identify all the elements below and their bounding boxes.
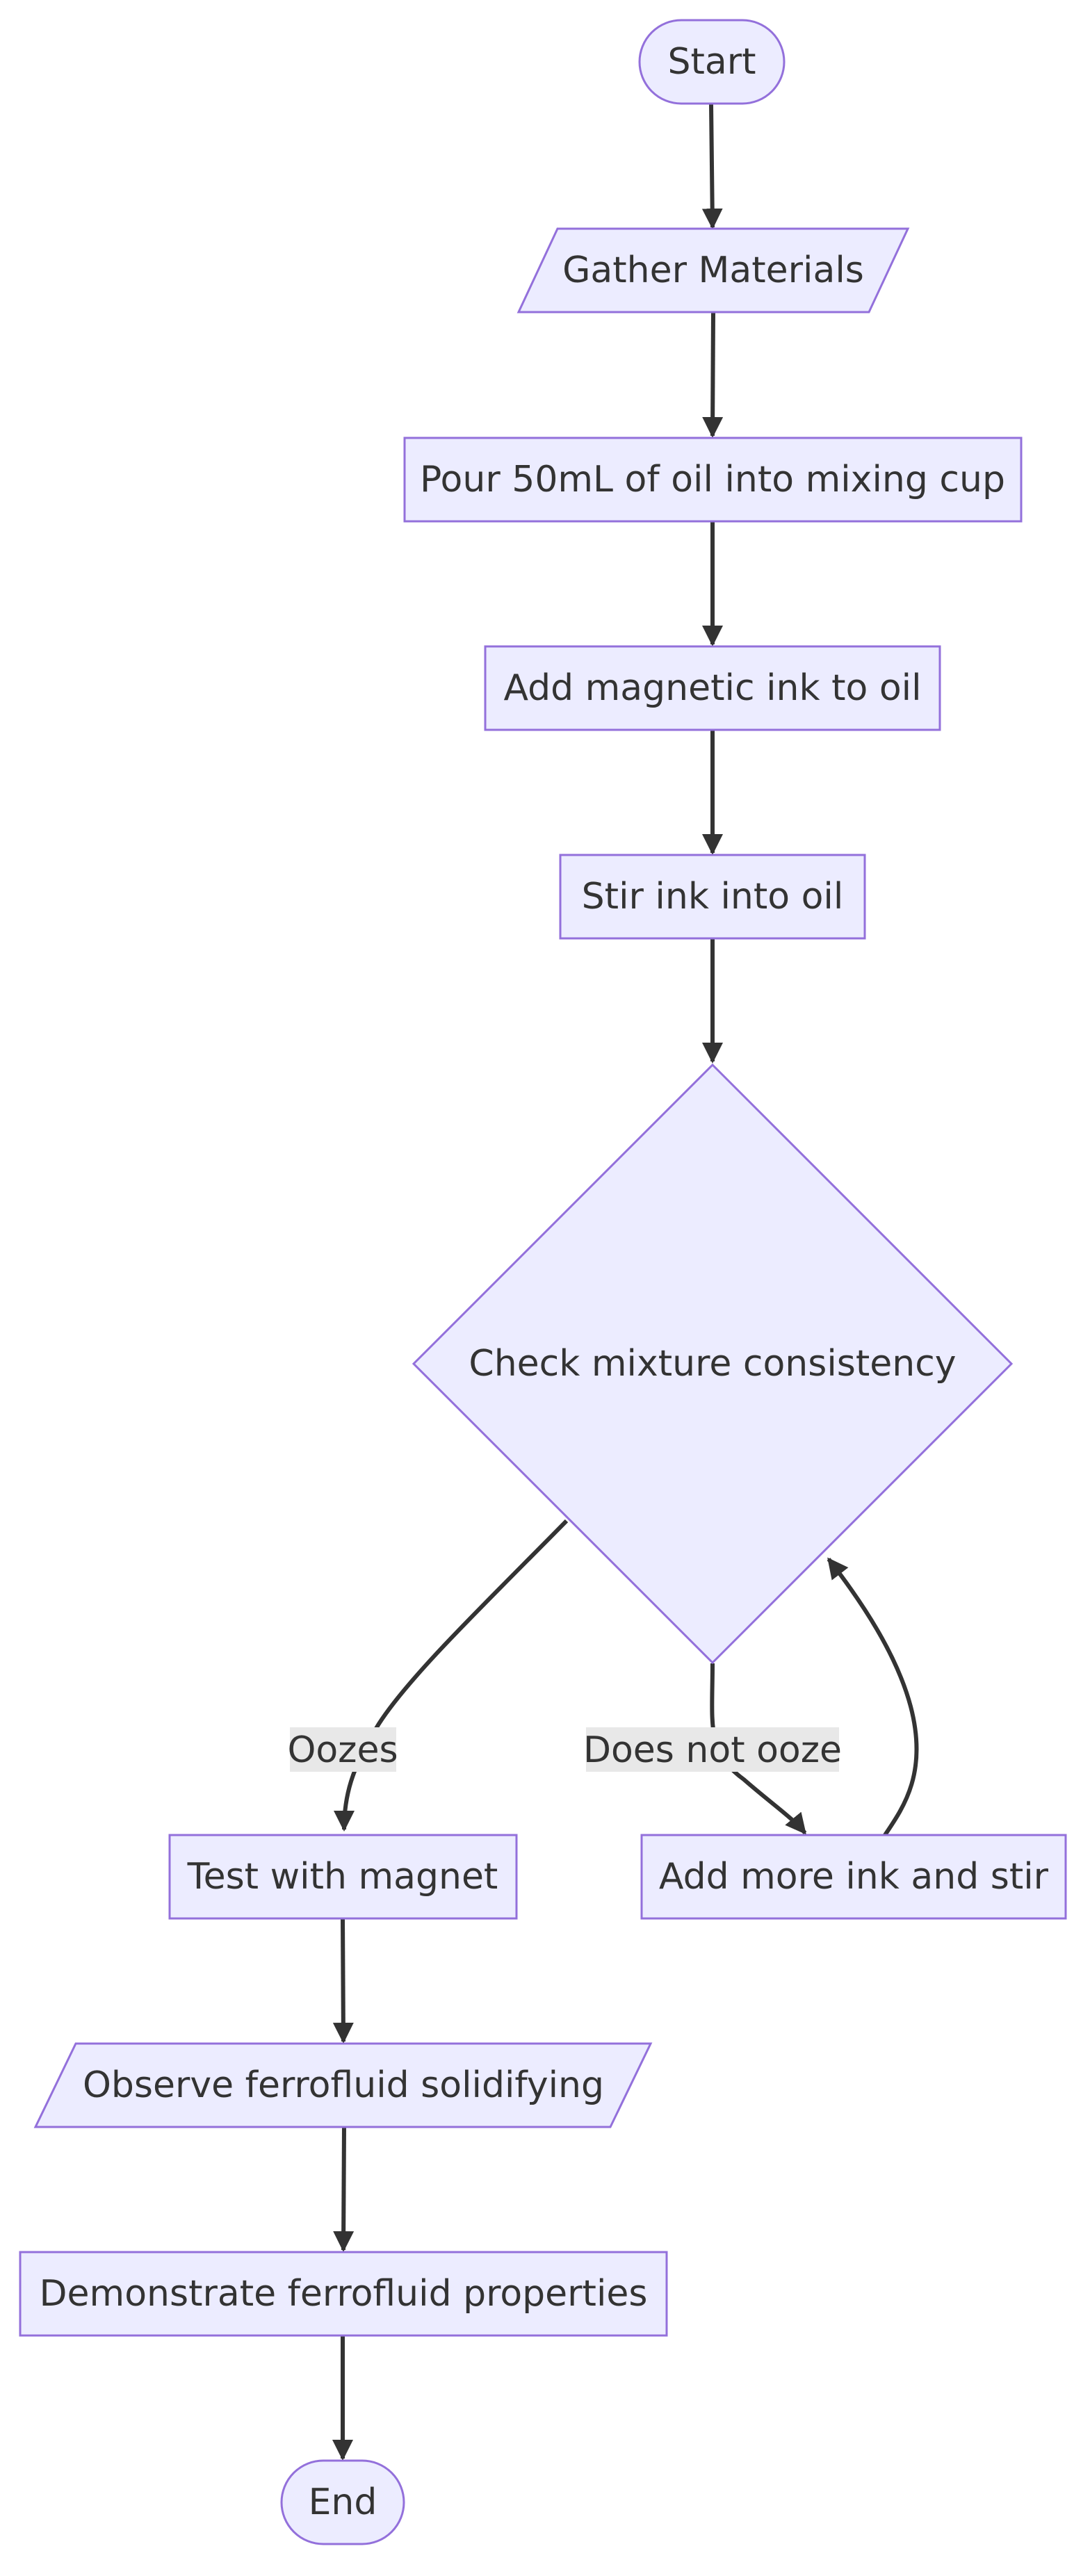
node-add-more-ink: Add more ink and stir bbox=[640, 1834, 1067, 1920]
node-stir-ink: Stir ink into oil bbox=[559, 854, 866, 940]
node-start-label: Start bbox=[667, 41, 756, 83]
node-add-more-ink-label: Add more ink and stir bbox=[659, 1856, 1049, 1898]
edge-addmore-check bbox=[827, 1557, 919, 1836]
node-observe-ferrofluid: Observe ferrofluid solidifying bbox=[33, 2042, 653, 2128]
node-add-magnetic-ink: Add magnetic ink to oil bbox=[484, 645, 941, 731]
node-pour-oil-label: Pour 50mL of oil into mixing cup bbox=[420, 459, 1005, 500]
node-end: End bbox=[280, 2459, 405, 2545]
node-end-label: End bbox=[309, 2481, 377, 2523]
edge-label-does-not-ooze: Does not ooze bbox=[583, 1727, 842, 1772]
edge-label-does-not-ooze-text: Does not ooze bbox=[583, 1729, 842, 1771]
edge-start-gather bbox=[701, 104, 723, 229]
node-pour-oil: Pour 50mL of oil into mixing cup bbox=[403, 437, 1023, 523]
edge-observe-demonstrate bbox=[333, 2126, 355, 2252]
edge-label-oozes-text: Oozes bbox=[287, 1729, 398, 1771]
node-test-with-magnet-label: Test with magnet bbox=[187, 1856, 498, 1898]
edges bbox=[332, 104, 919, 2461]
node-demonstrate-properties: Demonstrate ferrofluid properties bbox=[19, 2251, 668, 2337]
node-gather-materials: Gather Materials bbox=[516, 227, 910, 313]
node-start: Start bbox=[638, 19, 786, 105]
edge-check-test bbox=[334, 1519, 569, 1832]
node-stir-ink-label: Stir ink into oil bbox=[582, 876, 844, 918]
node-observe-ferrofluid-label: Observe ferrofluid solidifying bbox=[83, 2064, 604, 2106]
node-check-consistency-label: Check mixture consistency bbox=[469, 1343, 956, 1385]
node-add-magnetic-ink-label: Add magnetic ink to oil bbox=[503, 667, 921, 709]
edge-label-oozes: Oozes bbox=[287, 1727, 398, 1772]
edge-check-addmore bbox=[710, 1663, 807, 1835]
node-check-consistency: Check mixture consistency bbox=[412, 1063, 1014, 1665]
node-demonstrate-properties-label: Demonstrate ferrofluid properties bbox=[40, 2273, 648, 2315]
node-gather-materials-label: Gather Materials bbox=[562, 250, 864, 291]
node-test-with-magnet: Test with magnet bbox=[168, 1834, 518, 1920]
